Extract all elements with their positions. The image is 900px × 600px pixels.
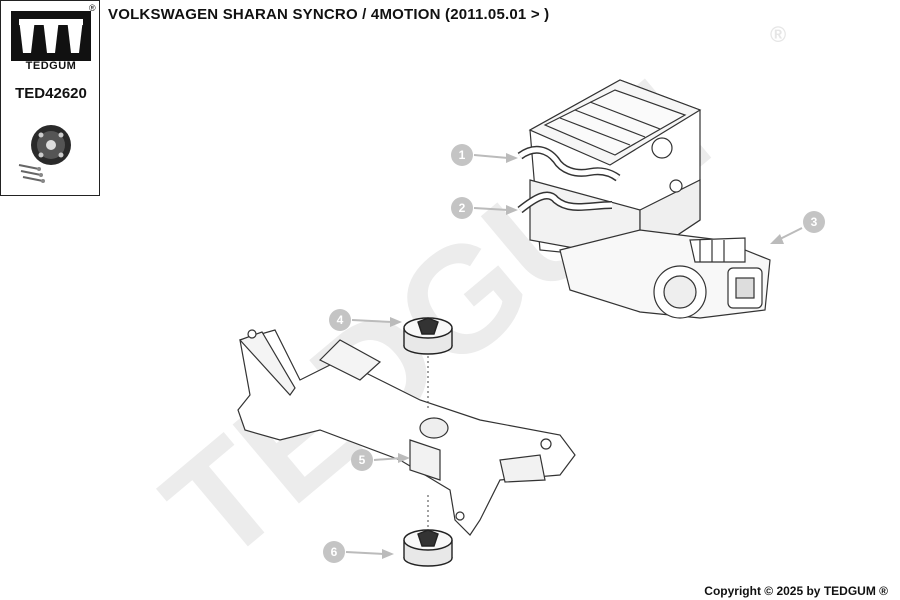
brand-name: TEDGUM (25, 60, 77, 72)
callout-marker-5: 5 (351, 449, 410, 471)
marker-label-4: 4 (337, 313, 344, 327)
marker-label-2: 2 (459, 201, 466, 215)
registered-mark: ® (89, 3, 96, 13)
product-thumbnail (18, 125, 71, 183)
page-title: VOLKSWAGEN SHARAN SYNCRO / 4MOTION (2011… (108, 6, 550, 23)
part-number: TED42620 (15, 85, 87, 102)
callout-marker-2: 2 (451, 197, 518, 219)
brand-box: ® TEDGUM TED42620 (0, 0, 100, 196)
subframe (237, 329, 576, 536)
marker-label-1: 1 (459, 148, 466, 162)
tedgum-logo-icon (11, 11, 91, 61)
callout-marker-4: 4 (329, 309, 402, 331)
marker-label-3: 3 (811, 215, 818, 229)
mount-6-bushing (403, 529, 453, 567)
marker-label-6: 6 (331, 545, 338, 559)
marker-label-5: 5 (359, 453, 366, 467)
mount-4-bushing (403, 317, 453, 355)
callout-marker-1: 1 (451, 144, 518, 166)
engine-assembly (517, 79, 771, 319)
watermark-registered: ® (770, 22, 786, 47)
callout-marker-3: 3 (770, 211, 825, 244)
callout-marker-6: 6 (323, 541, 394, 563)
copyright-notice: Copyright © 2025 by TEDGUM ® (704, 584, 888, 598)
